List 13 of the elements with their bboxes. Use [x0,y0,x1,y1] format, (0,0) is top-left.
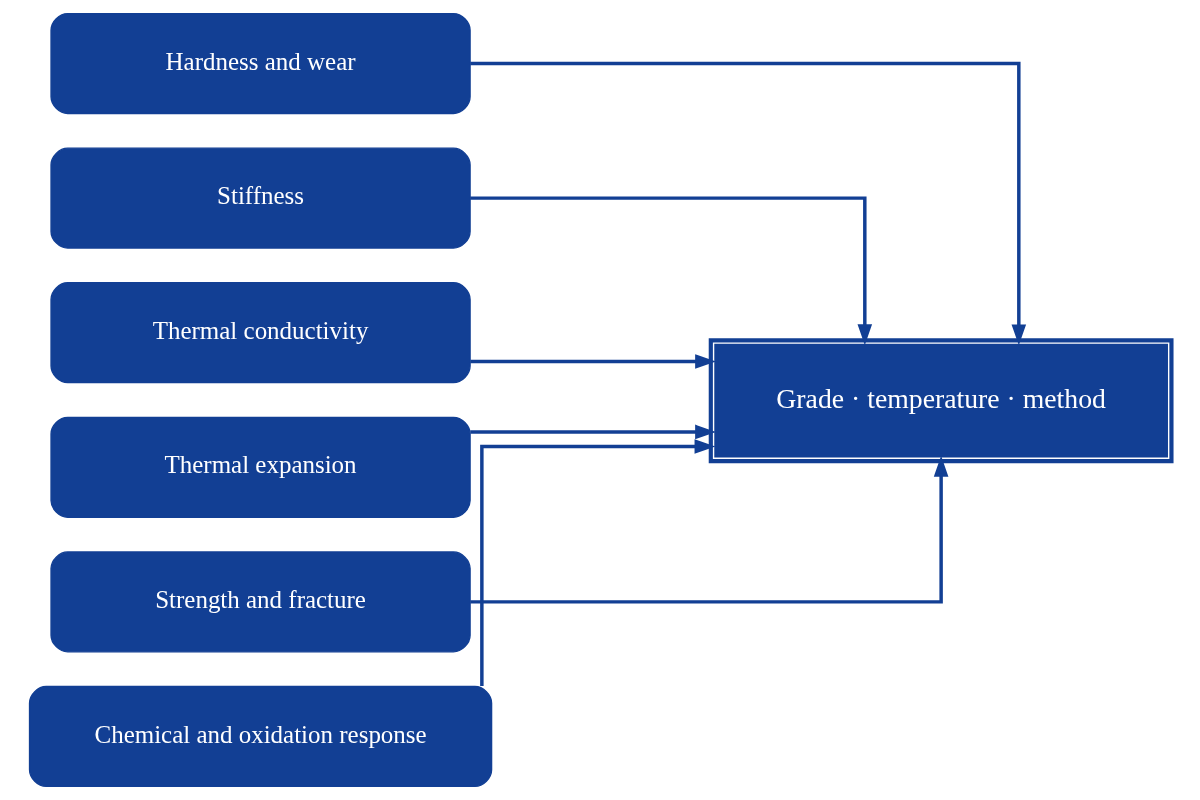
arrow [479,439,715,686]
arrow [469,455,948,604]
arrow [469,61,1026,346]
node-box: Hardness and wear [49,12,471,115]
arrow [469,354,716,369]
node-box: Grade · temperature · method [708,338,1174,464]
node-box: Strength and fracture [49,551,471,653]
node-box: Thermal conductivity [49,282,471,384]
node-box: Chemical and oxidation response [28,685,492,788]
node-box: Thermal expansion [49,416,471,518]
arrow [469,424,716,440]
arrow [469,196,872,346]
node-box: Stiffness [49,147,471,249]
